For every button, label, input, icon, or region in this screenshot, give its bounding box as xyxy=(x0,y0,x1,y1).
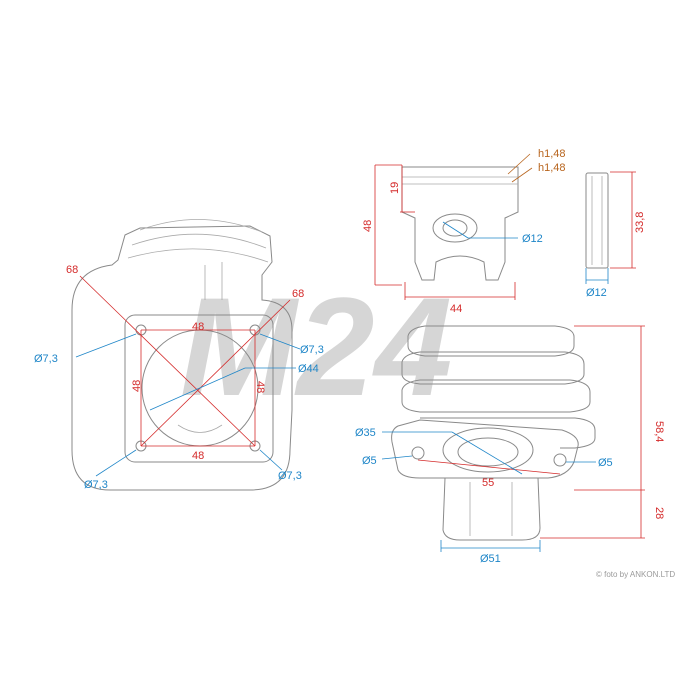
cylinder-top-view: 68 68 48 48 48 48 Ø7,3 Ø7,3 Ø7,3 Ø7,3 Ø4… xyxy=(34,219,324,491)
label-piston-diameter: 44 xyxy=(450,303,462,315)
label-hole-br: Ø7,3 xyxy=(278,470,302,482)
leader-ring-2 xyxy=(511,167,533,183)
piston-pin-hole xyxy=(442,219,468,237)
dim-port xyxy=(451,431,523,475)
transfer-port xyxy=(177,424,223,433)
head-fin-3 xyxy=(127,248,269,263)
leader-ring-1 xyxy=(507,153,531,175)
fin-3 xyxy=(401,379,591,413)
dim-diagonal-2 xyxy=(140,299,291,447)
label-pin-bore: Ø12 xyxy=(522,233,543,245)
leader-hole-br xyxy=(259,449,283,471)
dim-diagonal-1 xyxy=(79,275,256,447)
gasket-face xyxy=(124,314,274,463)
intake-port-inner xyxy=(457,437,519,467)
intake-flange xyxy=(391,419,579,479)
exhaust-ribs xyxy=(204,262,223,300)
label-bolt-right: 48 xyxy=(254,381,266,393)
fin-top xyxy=(407,325,575,357)
stud-hole-left xyxy=(411,446,425,460)
leader-hole-bl xyxy=(95,449,137,477)
label-spigot-diameter: Ø51 xyxy=(480,553,501,565)
dim-bore xyxy=(149,367,246,411)
label-pin-length: 33,8 xyxy=(634,212,646,233)
label-stud-spacing: 55 xyxy=(482,477,494,489)
stud-hole-right xyxy=(553,453,567,467)
watermark-text: M24 xyxy=(180,268,452,425)
fin-4 xyxy=(420,417,596,449)
label-cylinder-height: 58,4 xyxy=(653,421,665,442)
label-hole-tr: Ø7,3 xyxy=(300,344,324,356)
label-ring-2: h1,48 xyxy=(538,162,566,174)
label-bore: Ø44 xyxy=(298,363,319,375)
leader-hole-tr xyxy=(259,333,301,350)
cylinder-outline xyxy=(71,225,293,491)
cylinder-side-view: 58,4 28 Ø35 Ø5 Ø5 55 Ø51 xyxy=(355,325,665,565)
label-spigot-height: 28 xyxy=(653,507,665,519)
dim-stud-spacing xyxy=(417,459,561,475)
label-piston-height: 48 xyxy=(362,220,374,232)
pin-outline xyxy=(585,172,609,269)
label-hole-tl: Ø7,3 xyxy=(34,353,58,365)
label-diagonal-left: 68 xyxy=(66,264,78,276)
head-fin-1 xyxy=(139,219,263,233)
watermark-logo: M24 xyxy=(180,268,452,425)
photo-credit: © foto by ANKON.LTD xyxy=(596,570,675,579)
leader-stud-left xyxy=(381,455,413,460)
label-ring-1: h1,48 xyxy=(538,148,566,160)
head-fin-2 xyxy=(131,233,267,249)
label-bolt-bottom: 48 xyxy=(192,450,204,462)
label-bolt-top: 48 xyxy=(192,321,204,333)
dim-pin-bore xyxy=(442,221,469,239)
label-diagonal-right: 68 xyxy=(292,288,304,300)
cylinder-spigot xyxy=(442,477,541,541)
label-port: Ø35 xyxy=(355,427,376,439)
piston-pin-view: 33,8 Ø12 xyxy=(585,171,646,299)
intake-port-outer xyxy=(442,427,534,473)
label-hole-bl: Ø7,3 xyxy=(84,479,108,491)
leader-hole-tl xyxy=(75,333,137,358)
label-compression-height: 19 xyxy=(389,182,401,194)
label-stud-right: Ø5 xyxy=(598,457,613,469)
piston-view: h1,48 h1,48 19 48 Ø12 44 xyxy=(362,148,566,315)
piston-outline xyxy=(401,166,519,281)
label-stud-left: Ø5 xyxy=(362,455,377,467)
label-bolt-left: 48 xyxy=(131,380,143,392)
piston-pin-boss xyxy=(432,213,478,243)
label-pin-diameter: Ø12 xyxy=(586,287,607,299)
